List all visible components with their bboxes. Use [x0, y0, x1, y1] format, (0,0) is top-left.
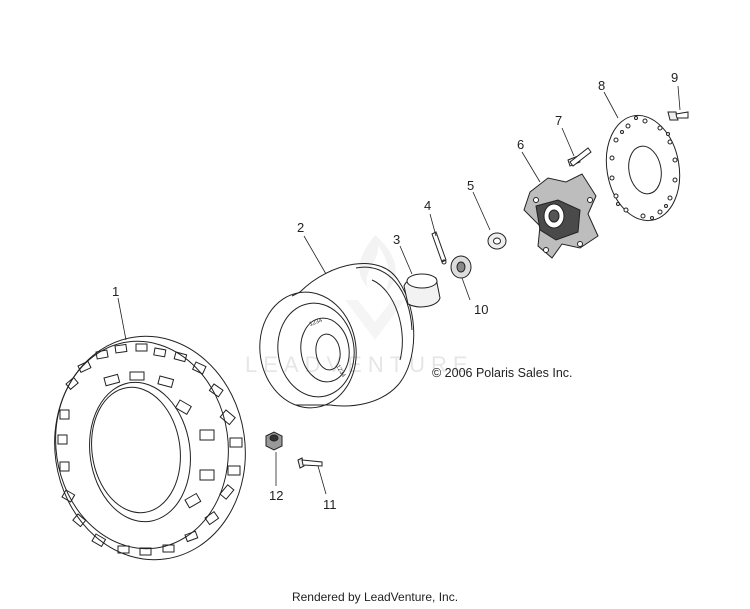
- screw-part-9[interactable]: [667, 111, 689, 121]
- brake-disc-part-8[interactable]: [598, 110, 687, 227]
- hub-cap-part-3[interactable]: [403, 273, 441, 308]
- leadventure-flame-logo-icon: [345, 235, 405, 340]
- callout-10: 10: [474, 302, 488, 317]
- rendered-by-footer: Rendered by LeadVenture, Inc.: [291, 590, 459, 604]
- callout-8: 8: [598, 78, 605, 93]
- callout-2: 2: [297, 220, 304, 235]
- callout-5: 5: [467, 178, 474, 193]
- wheel-hub-part-6[interactable]: [523, 173, 599, 259]
- callout-9: 9: [671, 70, 678, 85]
- lug-nut-part-12[interactable]: [265, 431, 283, 451]
- tire-part-1[interactable]: [40, 324, 259, 572]
- wheel-rim-part-2[interactable]: 1234 1234: [252, 262, 415, 414]
- castle-nut-part-10[interactable]: [450, 255, 472, 279]
- washer-part-5[interactable]: [487, 232, 507, 250]
- callout-7: 7: [555, 113, 562, 128]
- svg-text:1234: 1234: [309, 317, 324, 327]
- leader-lines: [117, 85, 681, 495]
- stud-bolt-part-11[interactable]: [297, 457, 323, 469]
- callout-3: 3: [393, 232, 400, 247]
- callout-1: 1: [112, 284, 119, 299]
- callout-12: 12: [269, 488, 283, 503]
- callout-4: 4: [424, 198, 431, 213]
- bolt-part-7[interactable]: [567, 147, 592, 167]
- copyright-notice: © 2006 Polaris Sales Inc.: [432, 366, 573, 380]
- callout-11: 11: [323, 497, 337, 512]
- callout-6: 6: [517, 137, 524, 152]
- cotter-pin-part-4[interactable]: [431, 231, 447, 265]
